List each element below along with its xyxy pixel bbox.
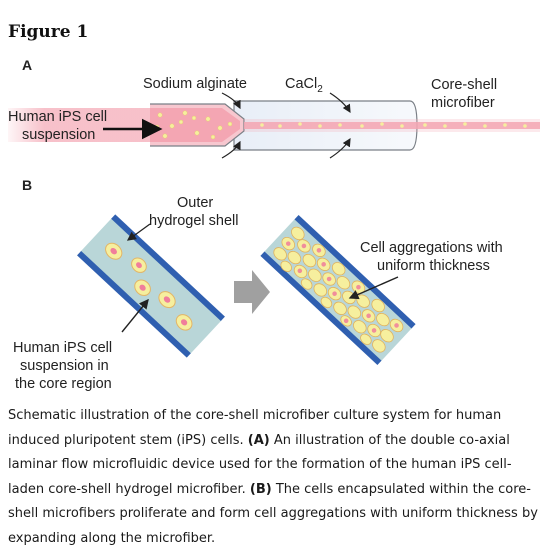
fiber-core: [244, 122, 540, 129]
aggregation-pointer: [348, 276, 399, 300]
aggregation-label-1: Cell aggregations with: [360, 240, 503, 256]
fiber-before-shell-top: [111, 214, 225, 322]
outer-shell-label-1: Outer: [177, 195, 213, 211]
ips-suspension-label-1: Human iPS cell: [8, 109, 107, 125]
figure-caption: Schematic illustration of the core-shell…: [8, 404, 538, 551]
aggregation-label-2: uniform thickness: [377, 258, 490, 274]
fiber-after-shell-top: [294, 214, 416, 329]
alginate-inflow-bottom: [221, 140, 241, 159]
core-shell-label-2: microfiber: [431, 95, 495, 111]
fiber-after-shell-bottom: [260, 251, 382, 366]
caption-a-label: (A): [247, 432, 270, 448]
caption-a-text: An illustration of the double co-axial l…: [8, 432, 512, 497]
sodium-alginate-label: Sodium alginate: [143, 76, 247, 92]
fiber-before-nuclei: [110, 248, 188, 326]
core-region-label-2: suspension in: [20, 358, 109, 374]
caption-b-text: The cells encapsulated within the core-s…: [8, 481, 538, 546]
alginate-inflow-top: [221, 92, 241, 110]
transition-arrow: [234, 270, 270, 314]
outer-shell-label-2: hydrogel shell: [149, 213, 238, 229]
outer-shell-pointer: [126, 223, 151, 241]
ips-suspension-label-2: suspension: [22, 127, 95, 143]
figure-illustration: A: [8, 57, 540, 392]
cacl2-inflow-bottom: [329, 137, 351, 159]
core-region-label-1: Human iPS cell: [13, 340, 112, 356]
fiber-after: [260, 214, 416, 366]
core-region-pointer: [121, 298, 149, 333]
aggregated-cells: [273, 226, 404, 353]
cacl2-inflow-top: [329, 92, 351, 114]
cacl2-label: CaCl2: [285, 76, 323, 95]
fiber-before-gel: [80, 218, 222, 354]
caption-b-label: (B): [249, 481, 272, 497]
core-shell-label-1: Core-shell: [431, 77, 497, 93]
panel-b-label: B: [22, 177, 32, 193]
core-region-label-3: the core region: [15, 376, 112, 392]
ips-stream: [8, 108, 153, 142]
fiber-shell: [244, 119, 540, 132]
panel-b: B: [13, 177, 503, 392]
fiber-before-shell-bottom: [77, 250, 191, 358]
fiber-before: [77, 214, 225, 358]
core-suspension: [150, 108, 240, 142]
caption-intro: Schematic illustration of the core-shell…: [8, 408, 502, 448]
panel-a-label: A: [22, 57, 32, 73]
panel-a: A: [8, 57, 540, 159]
aggregated-nuclei: [285, 241, 399, 333]
fiber-cells: [260, 122, 527, 128]
figure-title: Figure 1: [8, 22, 89, 42]
